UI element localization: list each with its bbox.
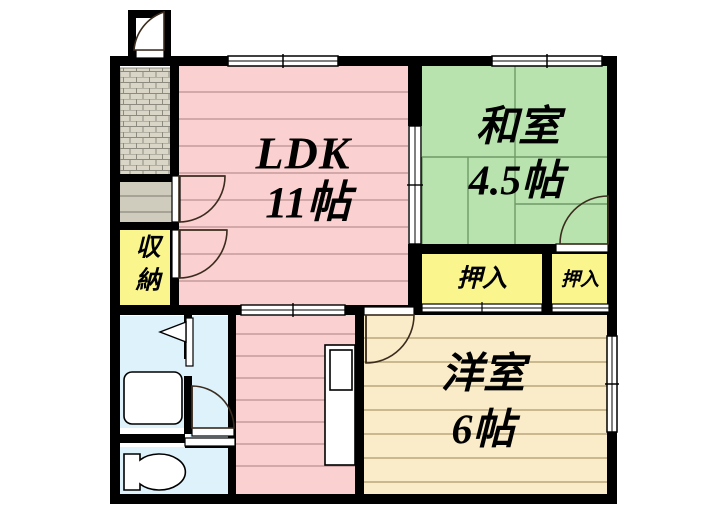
entrance-door[interactable]: [133, 10, 165, 59]
shuno-label-line2: 納: [134, 267, 163, 295]
ldk-label-line1: LDK: [255, 128, 353, 179]
yousitsu-floorboards: [363, 337, 609, 483]
oshiire1-door[interactable]: [421, 302, 543, 314]
washroom-door[interactable]: [191, 385, 235, 437]
ldk-entry-door[interactable]: [171, 175, 226, 223]
oshiire1-floor: [422, 252, 542, 307]
ldk-floorboards: [178, 91, 408, 282]
wall-hall-washroom: [228, 311, 236, 504]
ldk-hall-sliding[interactable]: [240, 303, 346, 317]
windows: [227, 54, 619, 433]
washitsu-label-line2: 4.5帖: [468, 159, 570, 205]
tall-cabinet: [324, 344, 356, 466]
oshiire2-door[interactable]: [551, 303, 610, 313]
wall-washitsu-oshiire: [415, 244, 609, 254]
ldk-floor: [178, 64, 408, 307]
wall-oshiire-divider: [542, 246, 552, 310]
wall-west: [110, 56, 120, 504]
oshiire2-floor: [552, 252, 609, 307]
wall-ldk-washitsu: [408, 64, 422, 126]
washitsu-label-line1: 和室: [476, 104, 566, 151]
washitsu-window-north: [491, 54, 603, 68]
wall-mid-horizontal: [110, 305, 363, 315]
yousitsu-floor: [363, 312, 609, 495]
wall-east: [607, 56, 617, 504]
fixtures: [123, 344, 356, 491]
wall-bath-washroom-2: [184, 376, 192, 434]
wall-north: [110, 56, 617, 66]
doors: [133, 10, 609, 447]
oshiire1-label: 押入: [457, 265, 507, 293]
entrance-tile: [119, 67, 179, 181]
wall-hall-yousitsu: [355, 305, 364, 504]
yousitsu-door[interactable]: [363, 306, 415, 364]
oshiire2-label: 押入: [561, 268, 599, 290]
ldk-washitsu-sliding[interactable]: [407, 125, 423, 245]
wall-shoecab-top: [113, 174, 179, 182]
wall-entrance-ldk: [170, 64, 179, 174]
bathtub: [123, 371, 183, 425]
ldk-shuno-door[interactable]: [171, 229, 228, 279]
wall-shuno-top: [113, 222, 179, 230]
ldk-window-north: [227, 54, 339, 68]
entrance-stub-wall3: [163, 10, 171, 58]
bath-door[interactable]: [158, 317, 194, 367]
room-labels: LDK 11帖 和室 4.5帖 洋室 6帖 収 納 押入 押入: [134, 104, 599, 454]
washitsu-door[interactable]: [555, 195, 609, 253]
wall-toilet-top: [113, 434, 185, 443]
shuno-floor: [118, 228, 178, 307]
ldk-label-line2: 11帖: [265, 178, 358, 227]
yousitsu-window-east: [605, 335, 619, 433]
entrance-stub-wall: [128, 10, 136, 58]
wall-ldk-washitsu-2: [408, 244, 422, 312]
yousitsu-label-line1: 洋室: [441, 351, 531, 398]
entrance-stub-wall2: [128, 10, 170, 18]
toilet-door[interactable]: [184, 437, 236, 447]
shoe-cabinet: [117, 179, 179, 229]
yousitsu-label-line2: 6帖: [451, 408, 520, 454]
tatami-lines: [421, 64, 609, 250]
shuno-label-line1: 収: [135, 234, 164, 262]
toilet: [123, 453, 187, 491]
